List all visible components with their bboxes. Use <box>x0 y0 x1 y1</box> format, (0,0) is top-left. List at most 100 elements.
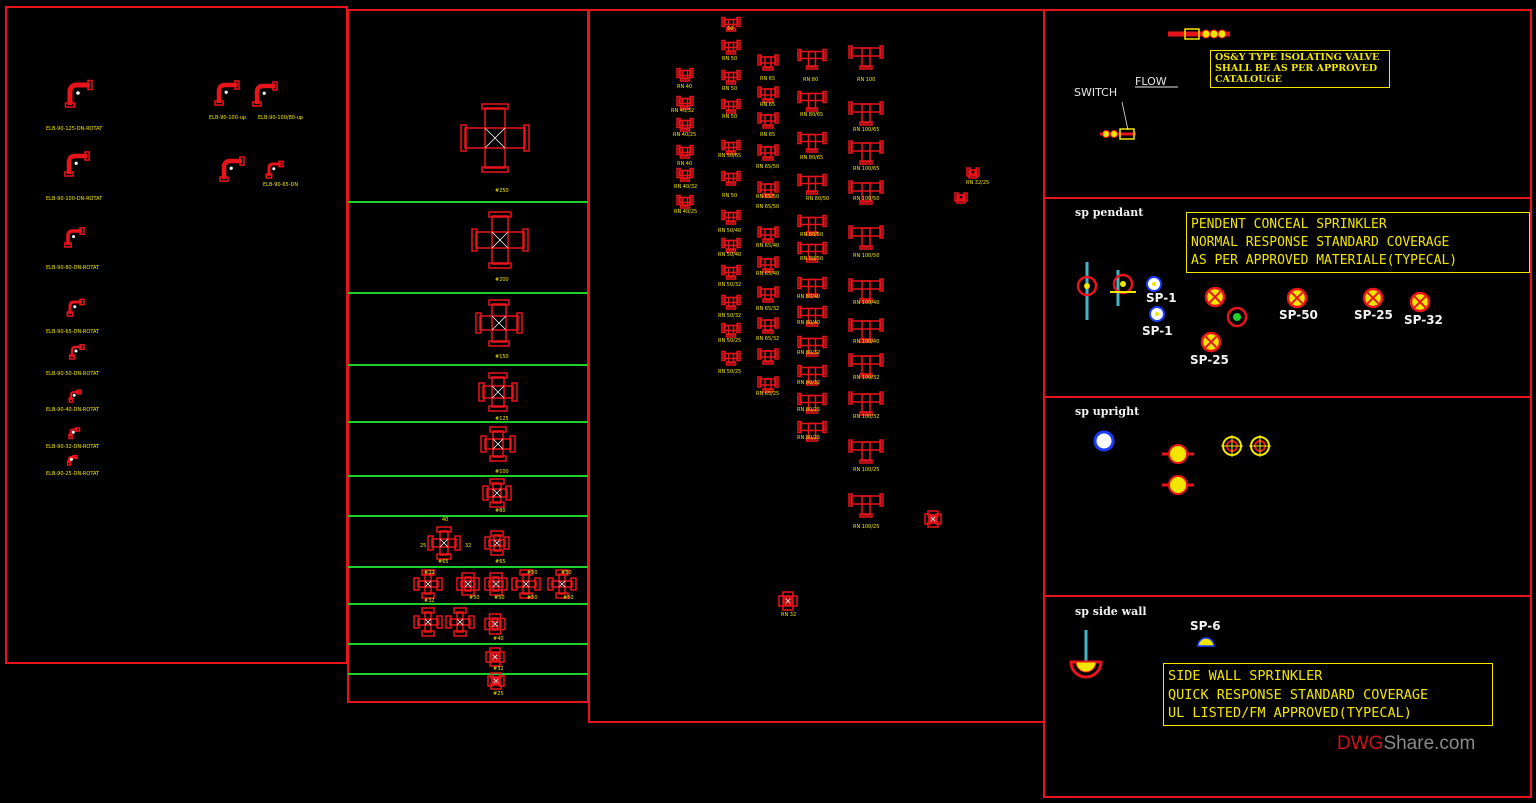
tee-fitting <box>764 350 772 363</box>
tee-fitting <box>759 288 777 296</box>
elbow-fitting <box>79 344 85 350</box>
tee-fitting <box>799 278 825 288</box>
tee-fitting <box>797 48 802 62</box>
cross-mark <box>493 539 501 547</box>
tee-label: RN 65/32 <box>756 306 780 312</box>
cross-fitting <box>491 303 507 343</box>
sprinkler-panel <box>1043 9 1532 798</box>
tee-fitting <box>859 121 873 126</box>
tee-fitting <box>764 114 772 127</box>
watermark-share: Share.com <box>1383 733 1476 754</box>
tee-fitting <box>721 322 726 334</box>
cross-fitting <box>547 577 554 591</box>
tee-fitting <box>968 174 978 179</box>
tee-label: RN 65/32 <box>756 336 780 342</box>
tee-fitting <box>681 169 689 180</box>
tee-fitting <box>859 298 873 303</box>
tee-fitting <box>676 95 681 107</box>
tee-fitting <box>681 119 689 130</box>
tee-fitting <box>757 54 762 66</box>
cross-fitting <box>436 526 452 533</box>
tee-fitting <box>774 256 779 268</box>
tee-fitting <box>805 148 819 153</box>
tee-label: RN 100/32 <box>853 375 880 381</box>
cross-fitting <box>492 651 498 663</box>
elbow-mark <box>272 167 276 171</box>
cross-fitting <box>421 630 435 637</box>
pendant-sprinkler-icon <box>1226 306 1248 328</box>
tee-fitting <box>805 381 819 386</box>
tee-fitting <box>879 391 884 405</box>
valve-wheel-icon <box>1201 29 1211 39</box>
cross-fitting <box>778 595 785 607</box>
tee-fitting <box>727 266 735 278</box>
sprinkler-tag: SP-25 <box>1190 353 1229 367</box>
tee-fitting <box>725 150 737 155</box>
tee-fitting <box>721 237 726 249</box>
tee-fitting <box>879 278 884 292</box>
elbow-mark <box>76 91 80 95</box>
cross-fitting <box>478 382 485 402</box>
cross-fitting <box>453 607 467 614</box>
tee-fitting <box>822 305 827 319</box>
tee-label: RN 80/25 <box>797 435 821 441</box>
cross-fitting <box>511 577 518 591</box>
tee-fitting <box>848 45 853 59</box>
tee-fitting <box>725 248 737 253</box>
cross-fitting <box>482 385 514 399</box>
divider <box>348 201 588 203</box>
tee-fitting <box>725 109 737 114</box>
cross-fitting <box>488 211 512 218</box>
cross-label: #50 <box>469 595 480 601</box>
elbow-fitting <box>69 428 78 437</box>
cross-fitting <box>490 530 504 537</box>
tee-label: RN 65/25 <box>756 391 780 397</box>
tee-label: RN 40 <box>677 84 693 90</box>
tee-fitting <box>774 286 779 298</box>
star-sprinkler-icon <box>1204 335 1218 349</box>
tee-fitting <box>757 348 762 360</box>
tee-fitting <box>757 181 762 193</box>
elbow-mark <box>73 305 77 309</box>
switch-label: SWITCH <box>1074 86 1118 99</box>
elbow-fitting <box>216 82 237 103</box>
elbow-mark <box>74 349 78 353</box>
sidewall-sprinkler-icon <box>1075 661 1097 673</box>
tee-fitting <box>861 47 871 68</box>
tee-fitting <box>805 409 819 414</box>
tee-fitting <box>759 146 777 154</box>
cross-fitting <box>488 613 502 620</box>
tee-fitting <box>879 140 884 154</box>
pendant-note: PENDENT CONCEAL SPRINKLER NORMAL RESPONS… <box>1186 212 1530 273</box>
tee-fitting <box>736 350 741 362</box>
elbow-fitting <box>66 229 82 245</box>
tee-fitting <box>797 214 802 228</box>
tee-label: RN 100/65 <box>853 127 880 133</box>
cross-fitting <box>488 539 506 547</box>
cross-fitting <box>501 577 508 591</box>
tee-fitting <box>848 391 853 405</box>
cross-side-label: #65 <box>438 559 449 565</box>
divider <box>1044 595 1531 597</box>
cross-fitting <box>421 569 435 576</box>
tee-fitting <box>774 54 779 66</box>
cross-fitting <box>460 580 476 588</box>
cross-fitting <box>439 530 449 556</box>
tee-fitting <box>774 86 779 98</box>
tee-fitting <box>797 420 802 434</box>
sprinkler-tag: SP-1 <box>1142 324 1173 338</box>
tee-fitting <box>721 264 726 276</box>
tee-label: RN 100/65 <box>853 166 880 172</box>
tee-label: RN 100 <box>857 77 876 83</box>
tee-fitting <box>799 243 825 253</box>
tee-fitting <box>799 394 825 404</box>
tee-fitting <box>676 67 681 79</box>
tee-fitting <box>725 275 737 280</box>
cross-fitting <box>489 478 505 485</box>
star-sprinkler-icon <box>1290 291 1304 305</box>
cross-fitting <box>436 553 452 560</box>
cross-fitting <box>453 630 467 637</box>
tee-label: RN 80 <box>803 77 819 83</box>
watermark-dwg: DWG <box>1337 733 1384 754</box>
tee-fitting <box>807 394 817 412</box>
